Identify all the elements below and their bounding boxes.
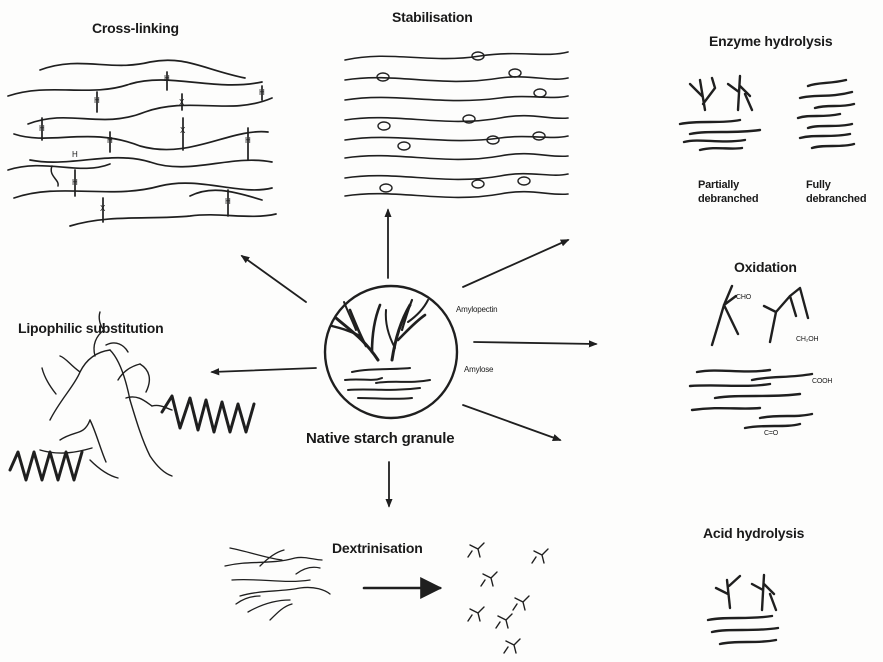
crosslink-mark: H bbox=[94, 96, 100, 105]
oxidation-group-mark: COOH bbox=[812, 378, 832, 385]
amylopectin-label: Amylopectin bbox=[456, 305, 497, 314]
crosslink-mark: H bbox=[225, 197, 231, 206]
crosslink-mark: X bbox=[180, 126, 185, 135]
crosslink-mark: H bbox=[72, 178, 78, 187]
oxidation-group-mark: CH₂OH bbox=[796, 336, 818, 343]
enzyme-hydrolysis-label: Enzyme hydrolysis bbox=[709, 33, 832, 49]
oxidation-group-mark: C=O bbox=[764, 430, 778, 437]
crosslink-mark: H bbox=[107, 136, 113, 145]
amylose-label: Amylose bbox=[464, 365, 493, 374]
cross-linking-diagram bbox=[8, 60, 276, 226]
dextrin-fragments bbox=[468, 543, 548, 653]
lipophilic-substitution-label: Lipophilic substitution bbox=[18, 320, 164, 336]
crosslink-mark: H bbox=[72, 150, 78, 159]
crosslink-mark: H bbox=[39, 124, 45, 133]
crosslink-mark: H bbox=[259, 88, 265, 97]
acid-hydrolysis-label: Acid hydrolysis bbox=[703, 525, 804, 541]
crosslink-mark: X bbox=[179, 98, 184, 107]
stabilisation-diagram bbox=[345, 52, 568, 197]
oxidation-diagram bbox=[690, 286, 812, 428]
crosslink-mark: H bbox=[245, 136, 251, 145]
dextrinisation-diagram bbox=[225, 548, 440, 620]
crosslink-mark: H bbox=[164, 74, 170, 83]
oxidation-group-mark: CHO bbox=[736, 294, 751, 301]
fully-debranched-label: Fully debranched bbox=[806, 178, 866, 206]
enzyme-hydrolysis-diagram bbox=[680, 76, 854, 150]
acid-hydrolysis-diagram bbox=[708, 575, 778, 644]
cross-linking-label: Cross-linking bbox=[92, 20, 179, 36]
native-starch-granule-icon bbox=[325, 286, 457, 418]
crosslink-mark: X bbox=[100, 204, 105, 213]
lipophilic-substitution-diagram bbox=[10, 312, 254, 480]
reaction-arrows bbox=[212, 210, 596, 506]
native-starch-granule-label: Native starch granule bbox=[306, 430, 454, 447]
oxidation-label: Oxidation bbox=[734, 259, 797, 275]
stabilisation-label: Stabilisation bbox=[392, 9, 473, 25]
partially-debranched-label: Partially debranched bbox=[698, 178, 758, 206]
dextrinisation-label: Dextrinisation bbox=[332, 540, 423, 556]
